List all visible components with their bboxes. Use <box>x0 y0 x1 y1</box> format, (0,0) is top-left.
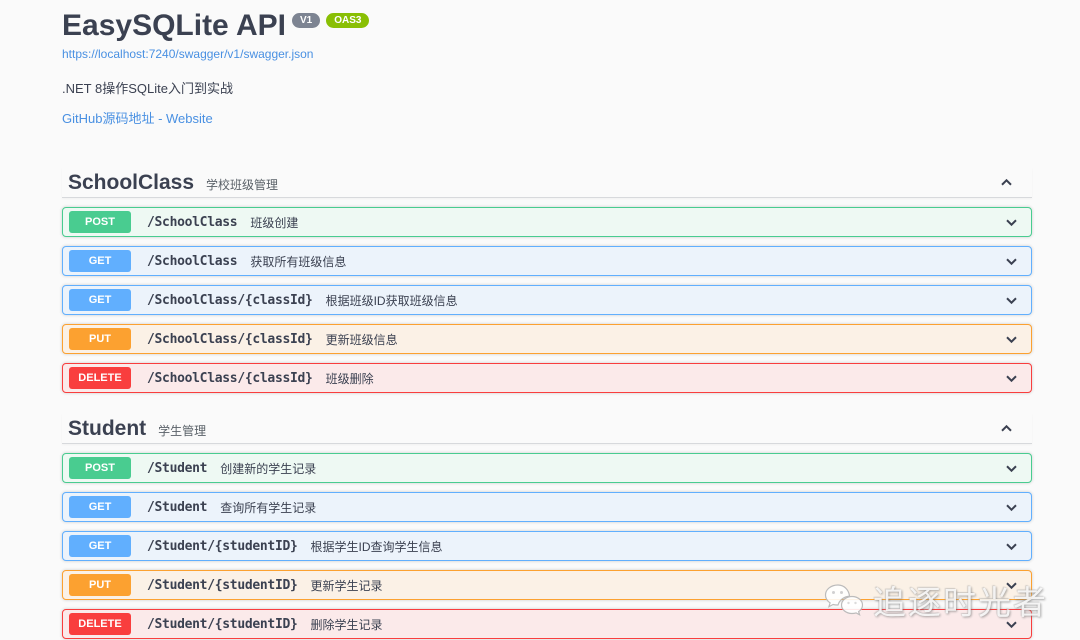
operation-row-get--schoolclass-classid-[interactable]: GET/SchoolClass/{classId} 根据班级ID获取班级信息 <box>62 285 1032 315</box>
method-badge-put: PUT <box>69 574 131 596</box>
page-title: EasySQLite API V1 OAS3 <box>62 8 1032 44</box>
version-badge: V1 <box>291 13 321 28</box>
operation-path: /Student/{studentID} <box>147 577 298 593</box>
method-badge-get: GET <box>69 250 131 272</box>
operation-path: /Student <box>147 460 208 476</box>
operation-row-put--student-studentid-[interactable]: PUT/Student/{studentID} 更新学生记录 <box>62 570 1032 600</box>
operation-path: /Student/{studentID} <box>147 538 298 554</box>
method-badge-post: POST <box>69 457 131 479</box>
operation-summary: 更新学生记录 <box>310 578 383 593</box>
operation-row-post--schoolclass[interactable]: POST/SchoolClass 班级创建 <box>62 207 1032 237</box>
operation-path: /SchoolClass/{classId} <box>147 370 313 386</box>
spec-url-link[interactable]: https://localhost:7240/swagger/v1/swagge… <box>62 47 314 61</box>
operation-summary: 班级删除 <box>325 371 374 386</box>
operation-summary: 创建新的学生记录 <box>220 461 317 476</box>
operation-row-post--student[interactable]: POST/Student 创建新的学生记录 <box>62 453 1032 483</box>
chevron-down-icon <box>1001 251 1021 271</box>
operation-summary: 更新班级信息 <box>325 332 398 347</box>
operation-path: /SchoolClass/{classId} <box>147 331 313 347</box>
operation-row-get--student-studentid-[interactable]: GET/Student/{studentID} 根据学生ID查询学生信息 <box>62 531 1032 561</box>
tag-header-student[interactable]: Student 学生管理 <box>62 414 1032 444</box>
method-badge-delete: DELETE <box>69 613 131 635</box>
method-badge-put: PUT <box>69 328 131 350</box>
method-badge-get: GET <box>69 496 131 518</box>
operation-row-get--student[interactable]: GET/Student 查询所有学生记录 <box>62 492 1032 522</box>
tag-description: 学校班级管理 <box>206 177 279 192</box>
operation-path: /SchoolClass/{classId} <box>147 292 313 308</box>
chevron-down-icon <box>1001 536 1021 556</box>
method-badge-post: POST <box>69 211 131 233</box>
operation-path: /SchoolClass <box>147 214 238 230</box>
tag-section-student: Student 学生管理 POST/Student 创建新的学生记录 GET/Stude… <box>62 414 1032 639</box>
operations-list: SchoolClass 学校班级管理 POST/SchoolClass 班级创建 GET… <box>62 168 1032 639</box>
operation-summary: 删除学生记录 <box>310 617 383 632</box>
operation-row-put--schoolclass-classid-[interactable]: PUT/SchoolClass/{classId} 更新班级信息 <box>62 324 1032 354</box>
chevron-down-icon <box>1001 290 1021 310</box>
tag-description: 学生管理 <box>158 423 207 438</box>
api-description: .NET 8操作SQLite入门到实战 <box>62 81 233 96</box>
operation-path: /Student <box>147 499 208 515</box>
operation-summary: 根据学生ID查询学生信息 <box>310 539 443 554</box>
chevron-down-icon <box>1001 575 1021 595</box>
chevron-down-icon <box>1001 458 1021 478</box>
operation-rows: POST/SchoolClass 班级创建 GET/SchoolClass 获取所有班… <box>62 198 1032 393</box>
operation-row-delete--schoolclass-classid-[interactable]: DELETE/SchoolClass/{classId} 班级删除 <box>62 363 1032 393</box>
operation-summary: 获取所有班级信息 <box>250 254 347 269</box>
chevron-down-icon <box>1001 212 1021 232</box>
method-badge-get: GET <box>69 535 131 557</box>
chevron-up-icon <box>996 419 1016 439</box>
api-title: EasySQLite API <box>62 9 286 42</box>
chevron-down-icon <box>1001 497 1021 517</box>
operation-path: /Student/{studentID} <box>147 616 298 632</box>
chevron-down-icon <box>1001 614 1021 634</box>
tag-title: Student <box>68 416 147 440</box>
operation-summary: 查询所有学生记录 <box>220 500 317 515</box>
api-info: EasySQLite API V1 OAS3 https://localhost… <box>62 8 1032 128</box>
operation-row-get--schoolclass[interactable]: GET/SchoolClass 获取所有班级信息 <box>62 246 1032 276</box>
oas3-badge: OAS3 <box>326 13 370 28</box>
operation-row-delete--student-studentid-[interactable]: DELETE/Student/{studentID} 删除学生记录 <box>62 609 1032 639</box>
operation-summary: 根据班级ID获取班级信息 <box>325 293 458 308</box>
method-badge-get: GET <box>69 289 131 311</box>
tag-header-schoolclass[interactable]: SchoolClass 学校班级管理 <box>62 168 1032 198</box>
tag-section-schoolclass: SchoolClass 学校班级管理 POST/SchoolClass 班级创建 GET… <box>62 168 1032 393</box>
operation-summary: 班级创建 <box>250 215 299 230</box>
method-badge-delete: DELETE <box>69 367 131 389</box>
github-website-link[interactable]: GitHub源码地址 - Website <box>62 111 213 126</box>
chevron-up-icon <box>996 173 1016 193</box>
operation-path: /SchoolClass <box>147 253 238 269</box>
tag-title: SchoolClass <box>68 170 195 194</box>
chevron-down-icon <box>1001 329 1021 349</box>
chevron-down-icon <box>1001 368 1021 388</box>
